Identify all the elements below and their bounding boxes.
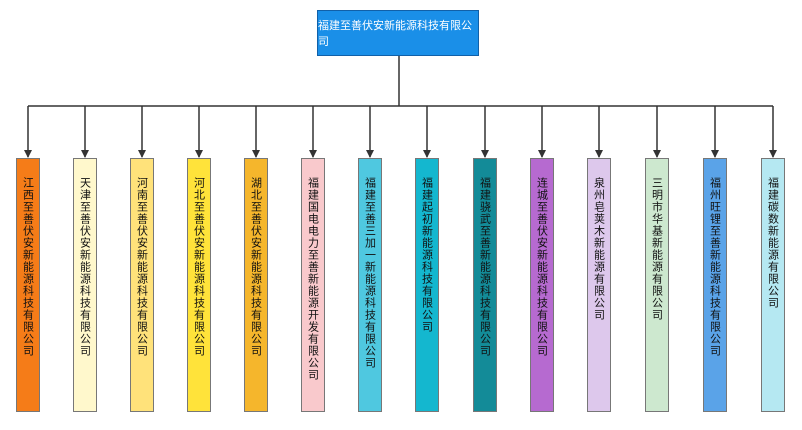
subsidiary-node: 福建骁武至善新能源科技有限公司 — [473, 158, 497, 412]
subsidiary-label: 连城至善伏安新能源科技有限公司 — [535, 177, 549, 357]
branch-connectors — [24, 106, 777, 158]
subsidiary-label: 福建国电电力至善新能源开发有限公司 — [306, 177, 320, 381]
subsidiary-node: 湖北至善伏安新能源科技有限公司 — [244, 158, 268, 412]
subsidiary-node: 福建碳数新能源有限公司 — [761, 158, 785, 412]
subsidiary-node: 河南至善伏安新能源科技有限公司 — [130, 158, 154, 412]
subsidiary-label: 河南至善伏安新能源科技有限公司 — [135, 177, 149, 357]
root-company-label: 福建至善伏安新能源科技有限公司 — [318, 19, 472, 48]
subsidiary-label: 江西至善伏安新能源科技有限公司 — [21, 177, 35, 357]
subsidiary-label: 福建碳数新能源有限公司 — [766, 177, 780, 309]
subsidiary-label: 泉州皂荚木新能源有限公司 — [592, 177, 606, 321]
subsidiary-node: 三明市华基新能源有限公司 — [645, 158, 669, 412]
subsidiary-node: 福建起初新能源科技有限公司 — [415, 158, 439, 412]
subsidiary-label: 福建至善三加一新能源科技有限公司 — [363, 177, 377, 369]
root-company-node: 福建至善伏安新能源科技有限公司 — [317, 10, 479, 56]
subsidiary-node: 连城至善伏安新能源科技有限公司 — [530, 158, 554, 412]
subsidiary-label: 福建起初新能源科技有限公司 — [420, 177, 434, 333]
subsidiary-node: 福建国电电力至善新能源开发有限公司 — [301, 158, 325, 412]
subsidiary-node: 泉州皂荚木新能源有限公司 — [587, 158, 611, 412]
subsidiary-node: 江西至善伏安新能源科技有限公司 — [16, 158, 40, 412]
subsidiary-label: 湖北至善伏安新能源科技有限公司 — [249, 177, 263, 357]
subsidiary-label: 三明市华基新能源有限公司 — [650, 177, 664, 321]
subsidiary-node: 河北至善伏安新能源科技有限公司 — [187, 158, 211, 412]
subsidiary-node: 天津至善伏安新能源科技有限公司 — [73, 158, 97, 412]
subsidiary-label: 福州旺锂至善新能源科技有限公司 — [708, 177, 722, 357]
subsidiary-node: 福建至善三加一新能源科技有限公司 — [358, 158, 382, 412]
subsidiary-label: 福建骁武至善新能源科技有限公司 — [478, 177, 492, 357]
subsidiary-label: 天津至善伏安新能源科技有限公司 — [78, 177, 92, 357]
subsidiary-node: 福州旺锂至善新能源科技有限公司 — [703, 158, 727, 412]
subsidiary-label: 河北至善伏安新能源科技有限公司 — [192, 177, 206, 357]
